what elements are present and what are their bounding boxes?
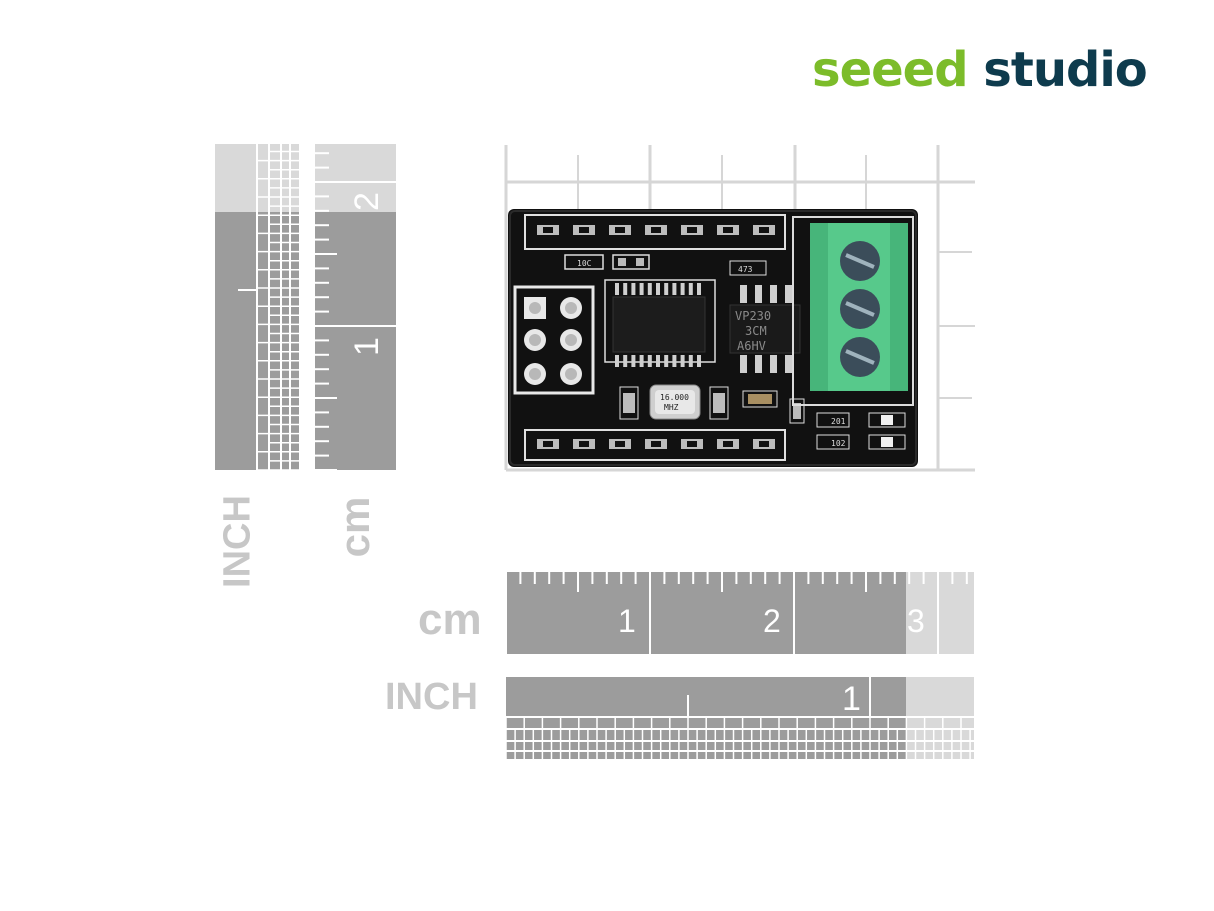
- measurement-grid: [504, 145, 975, 472]
- transceiver-chip: [729, 304, 801, 354]
- crystal-label-2: MHZ: [664, 403, 679, 412]
- horizontal-inch-label: INCH: [385, 676, 478, 718]
- screw-terminal-block: [810, 223, 908, 391]
- horizontal-cm-tick-3: 3: [907, 603, 925, 639]
- seeed-studio-logo: seeed studio: [812, 40, 1148, 100]
- icsp-header-outline: [513, 285, 595, 395]
- horizontal-inch-tick-1: 1: [842, 680, 861, 718]
- vertical-cm-tick-1: 1: [347, 337, 386, 356]
- horizontal-inch-ruler: [505, 677, 974, 759]
- pcb-board: 10C 16.000 MHZ 473 VP230 3CM A6HV 201 10…: [508, 209, 918, 467]
- chip-marking-2: 3CM: [745, 324, 767, 338]
- horizontal-cm-tick-1: 1: [618, 603, 636, 639]
- top-header-outline: [524, 214, 786, 250]
- chip-marking-1: VP230: [735, 309, 771, 323]
- resistor-473-label: 473: [738, 265, 753, 274]
- horizontal-cm-label: cm: [418, 595, 482, 644]
- vertical-cm-tick-2: 2: [347, 192, 386, 211]
- resistor-102-label: 102: [831, 439, 846, 448]
- horizontal-cm-tick-2: 2: [763, 603, 781, 639]
- microcontroller-chip: [612, 296, 706, 353]
- icsp-pins: [524, 297, 582, 385]
- logo-seeed-text: seeed: [812, 42, 969, 98]
- logo-studio-text: studio: [967, 42, 1147, 98]
- resistor-10c-label: 10C: [577, 259, 592, 268]
- horizontal-cm-ruler: [505, 572, 974, 654]
- bottom-header-pins: [537, 439, 775, 449]
- resistor-201-label: 201: [831, 417, 846, 426]
- bottom-header-outline: [524, 429, 786, 461]
- vertical-cm-label: cm: [331, 496, 378, 558]
- vertical-inch-label: INCH: [216, 495, 259, 588]
- led-2: [868, 434, 906, 450]
- led-1: [868, 412, 906, 428]
- vertical-rulers: [215, 144, 396, 471]
- crystal-label-1: 16.000: [660, 393, 689, 402]
- chip-marking-3: A6HV: [737, 339, 766, 353]
- top-header-pins: [537, 225, 775, 235]
